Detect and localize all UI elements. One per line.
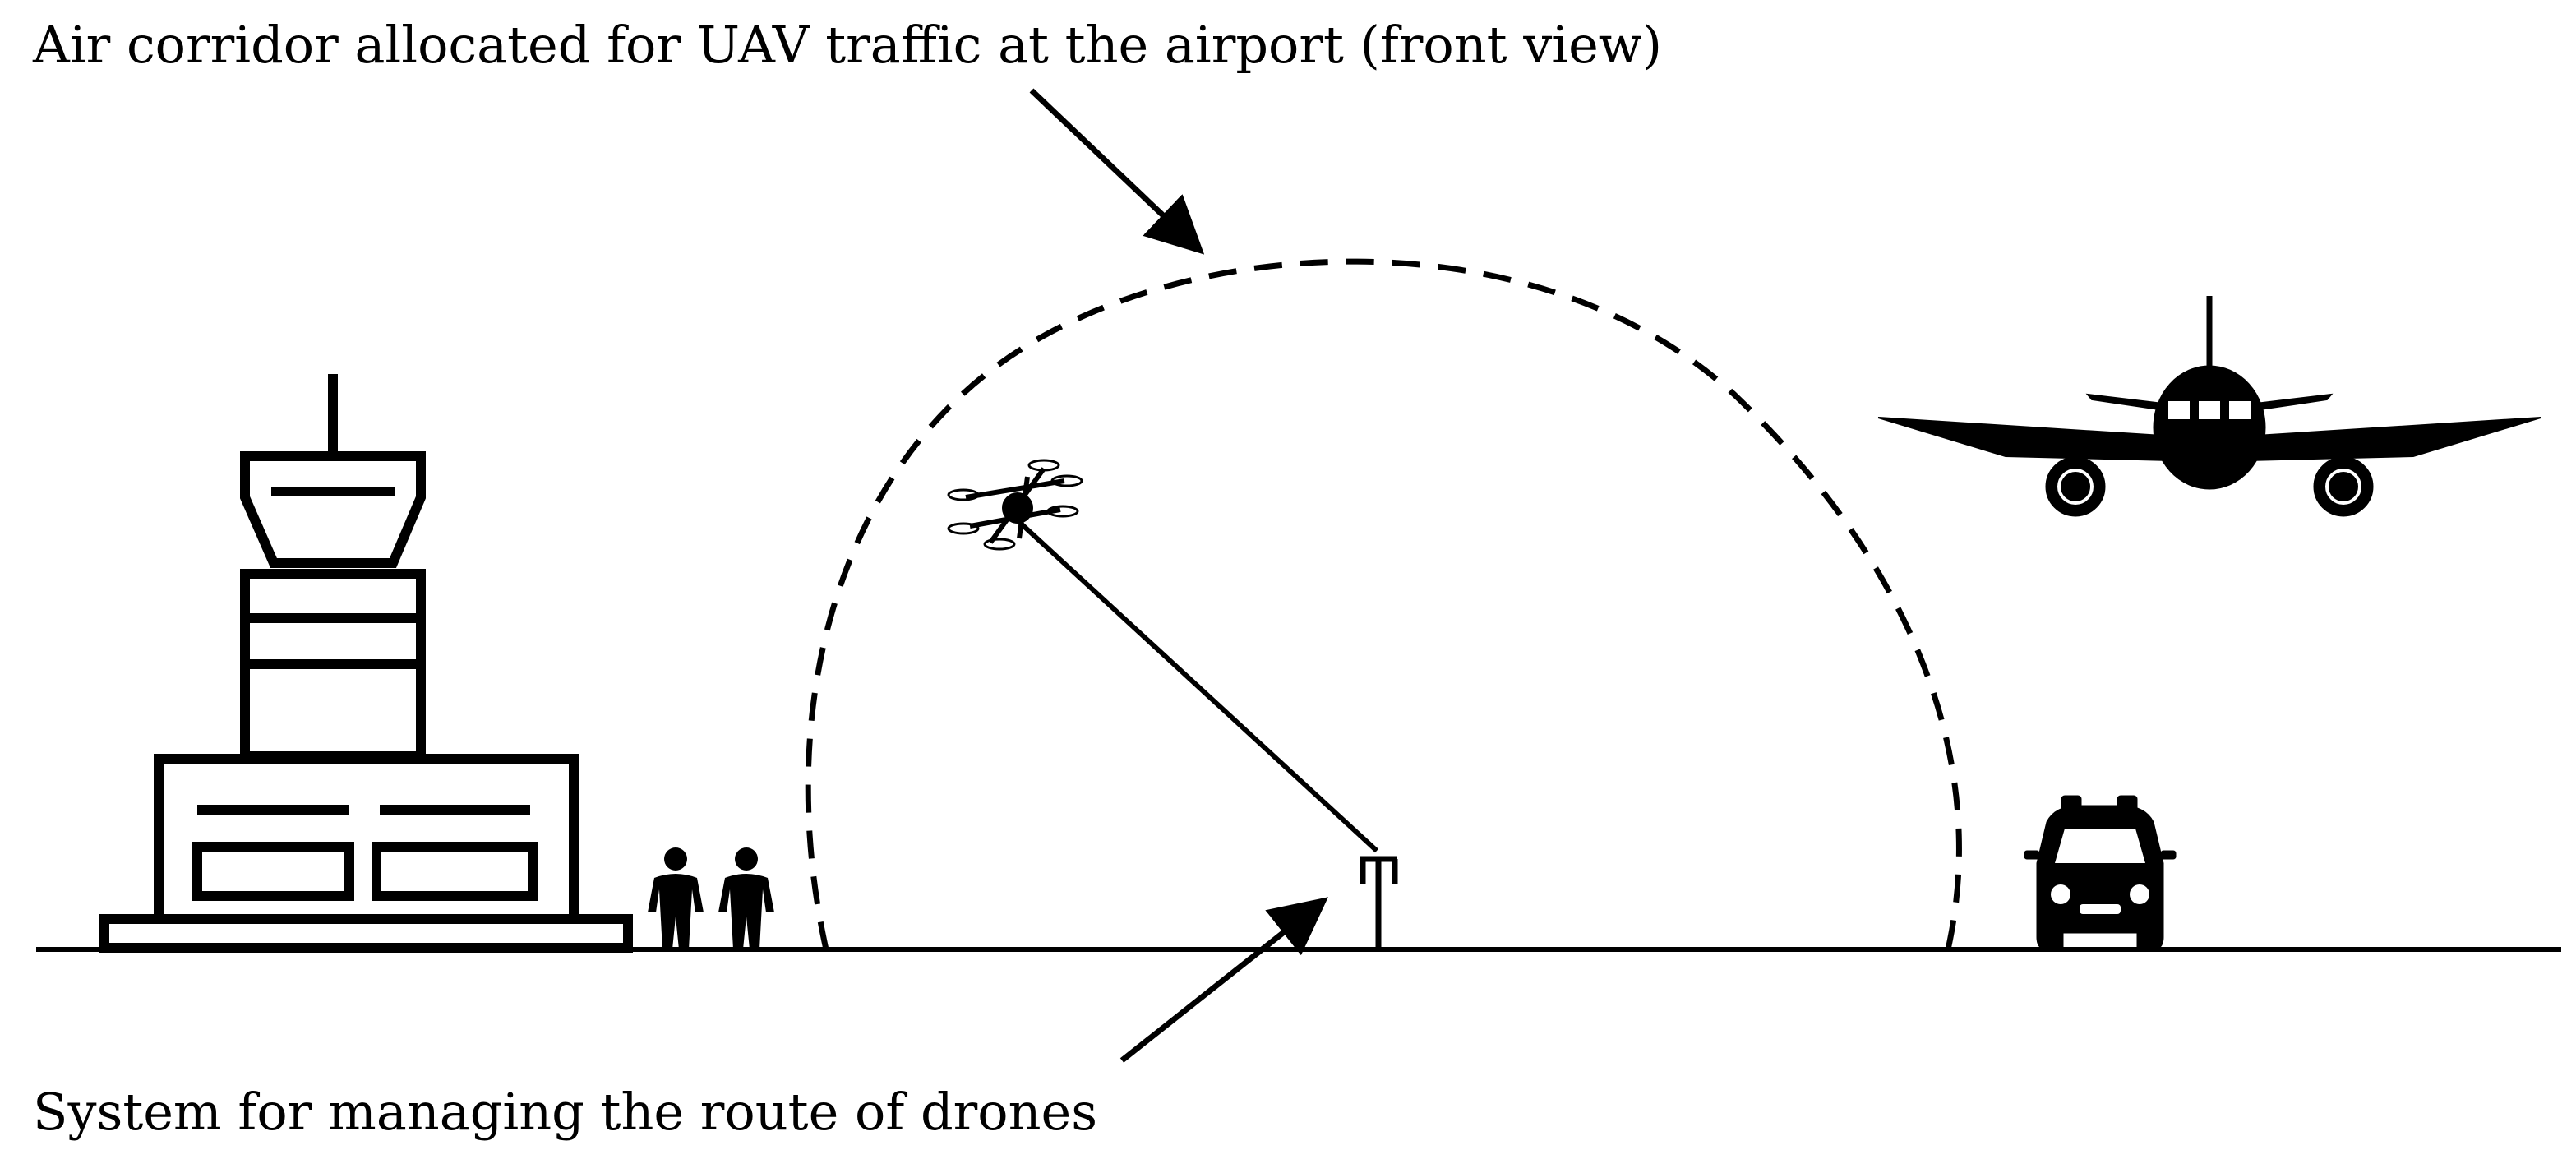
air-corridor-dome: [805, 258, 1962, 950]
drone-link-line: [1017, 520, 1379, 853]
antenna-icon: [1360, 856, 1398, 949]
corridor-label: Air corridor allocated for UAV traffic a…: [33, 15, 1663, 75]
airplane-icon: [1877, 296, 2541, 517]
corridor-arrow: [1029, 88, 1205, 255]
system-arrow: [1119, 897, 1328, 1063]
control-tower-icon: [99, 374, 633, 953]
car-icon: [2024, 795, 2177, 950]
people-icon: [648, 847, 774, 949]
drone-icon: [947, 459, 1083, 551]
system-label: System for managing the route of drones: [33, 1082, 1098, 1142]
